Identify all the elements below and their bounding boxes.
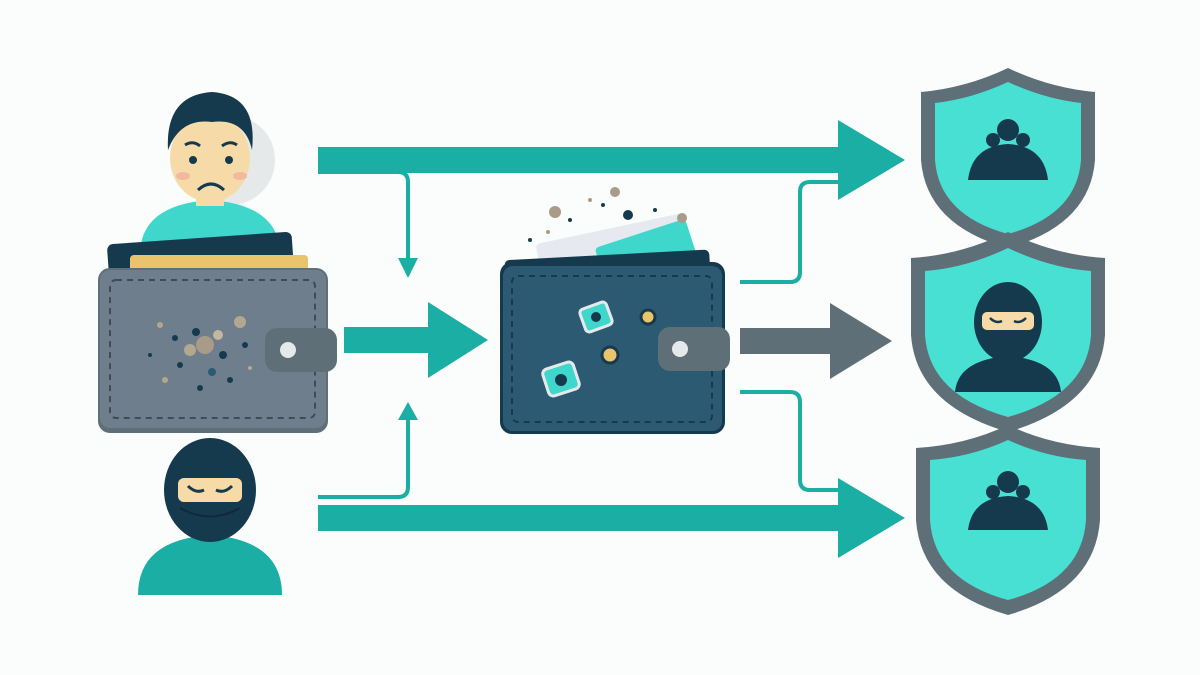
target-wallet xyxy=(500,187,730,434)
shield-icon xyxy=(911,232,1105,432)
shield-icon xyxy=(921,68,1095,248)
thin-arrow-up xyxy=(318,402,418,499)
arrow-source-to-target-wallet xyxy=(344,302,488,378)
crown-emblem-icon xyxy=(968,119,1048,180)
connectors xyxy=(318,120,905,558)
arrow-user-to-top-shield xyxy=(318,120,905,200)
malware-bits xyxy=(541,300,657,398)
masked-person-icon xyxy=(138,438,282,595)
arrow-attacker-to-bottom-shield xyxy=(318,478,905,558)
shield-icon xyxy=(916,425,1100,615)
bracket-lower xyxy=(740,390,838,492)
leaking-coins xyxy=(148,316,252,391)
thin-arrow-down xyxy=(318,170,418,278)
bracket-upper xyxy=(740,180,838,284)
flying-debris xyxy=(528,187,687,242)
masked-person-emblem-icon xyxy=(955,282,1061,392)
arrow-target-wallet-to-middle-shield xyxy=(740,303,892,379)
worried-person-icon xyxy=(140,92,280,255)
crown-emblem-icon xyxy=(968,471,1048,530)
source-wallet xyxy=(98,231,337,433)
shield-stack xyxy=(911,68,1105,615)
